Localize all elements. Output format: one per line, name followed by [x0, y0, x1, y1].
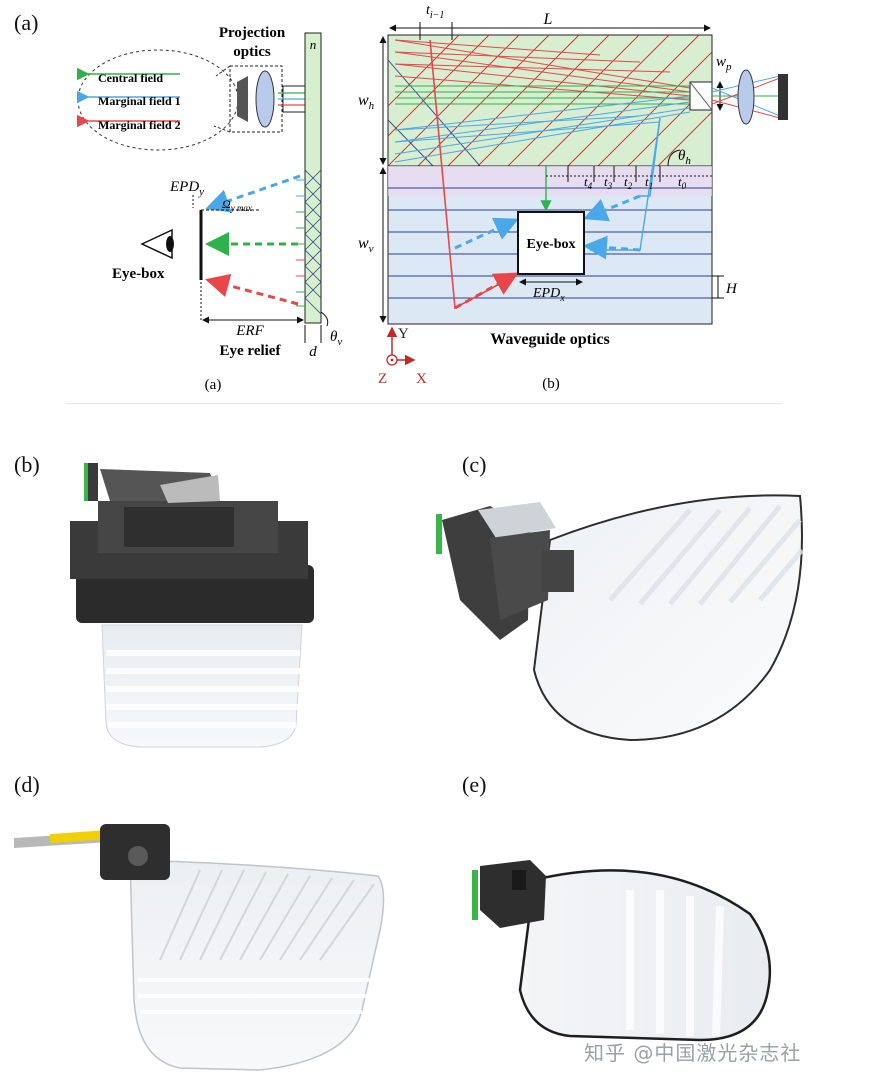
axis-x-label: X: [416, 371, 427, 387]
label-wp: wp: [716, 54, 732, 73]
label-epd-y: EPDy: [169, 179, 204, 198]
render-c: [436, 494, 804, 742]
render-b: [70, 463, 314, 748]
subcaption-a: (a): [205, 377, 222, 393]
top-region-rays: [388, 35, 712, 166]
subcaption-b: (b): [542, 376, 560, 392]
label-theta-h: θh: [678, 148, 691, 167]
outcoupled-ticks: [296, 179, 305, 307]
ray-blue: [205, 174, 301, 213]
render-e: [472, 860, 772, 1042]
panel-label-e: (e): [462, 772, 487, 797]
red-rays-fan: [394, 39, 691, 101]
blue-rays-fan: [394, 95, 691, 163]
label-d: d: [309, 344, 317, 360]
waveguide-optics-label: Waveguide optics: [490, 331, 610, 348]
label-t4: t4: [584, 174, 593, 191]
label-erf: ERF: [235, 323, 264, 339]
label-L: L: [543, 11, 553, 28]
projector-b: [711, 69, 788, 125]
eye-box-label: Eye-box: [112, 266, 165, 282]
lens-c: [532, 494, 803, 742]
panel-label-d: (d): [14, 772, 40, 797]
label-wh: wh: [358, 92, 375, 112]
flex-cable-d: [49, 829, 111, 844]
projection-optics-title-2: optics: [233, 44, 271, 60]
axis-y-label: Y: [398, 326, 409, 342]
eye-box-b: [517, 211, 585, 275]
projection-optics-title-1: Projection: [219, 25, 286, 41]
label-theta-v: θv: [330, 329, 342, 348]
label-t-im1: ti−1: [426, 3, 444, 21]
optics-diagram: Central field Marginal field 1 Marginal …: [76, 3, 788, 393]
ray-red: [205, 273, 299, 306]
display-panel: [237, 76, 248, 122]
label-t3: t3: [604, 174, 613, 191]
label-H: H: [725, 281, 738, 297]
label-omega: Ωy max: [222, 197, 252, 213]
legend-marginal-2: Marginal field 2: [98, 118, 181, 132]
lens-e: [518, 869, 772, 1042]
waveguide-zigzag: [304, 169, 322, 315]
label-n: n: [310, 37, 317, 52]
divider: [66, 403, 782, 404]
label-wv: wv: [358, 235, 374, 255]
eye-box-b-label: Eye-box: [527, 237, 576, 252]
render-d: [14, 824, 385, 1071]
waveguide-top-region: [387, 34, 713, 167]
green-rays-fan: [395, 85, 690, 105]
legend-marginal-1: Marginal field 1: [98, 94, 181, 108]
label-t0: t0: [678, 174, 687, 191]
axis-z-label: Z: [378, 371, 387, 387]
lens-d: [129, 859, 385, 1071]
label-t1: t1: [645, 174, 653, 191]
diagonal-mirrors: [388, 35, 712, 166]
frame-b: [76, 565, 314, 623]
projector-e: [480, 860, 546, 928]
panel-label-b: (b): [14, 452, 40, 477]
legend-central: Central field: [98, 71, 163, 85]
projection-lens: [255, 70, 275, 128]
eye-relief-label: Eye relief: [220, 343, 282, 359]
t-ticks: [567, 166, 661, 182]
panel-label-a: (a): [14, 10, 39, 35]
label-t2: t2: [624, 174, 633, 191]
watermark: 知乎 @中国激光杂志社: [584, 1041, 802, 1065]
label-epd-x: EPDx: [532, 286, 565, 304]
panel-label-c: (c): [462, 452, 487, 477]
